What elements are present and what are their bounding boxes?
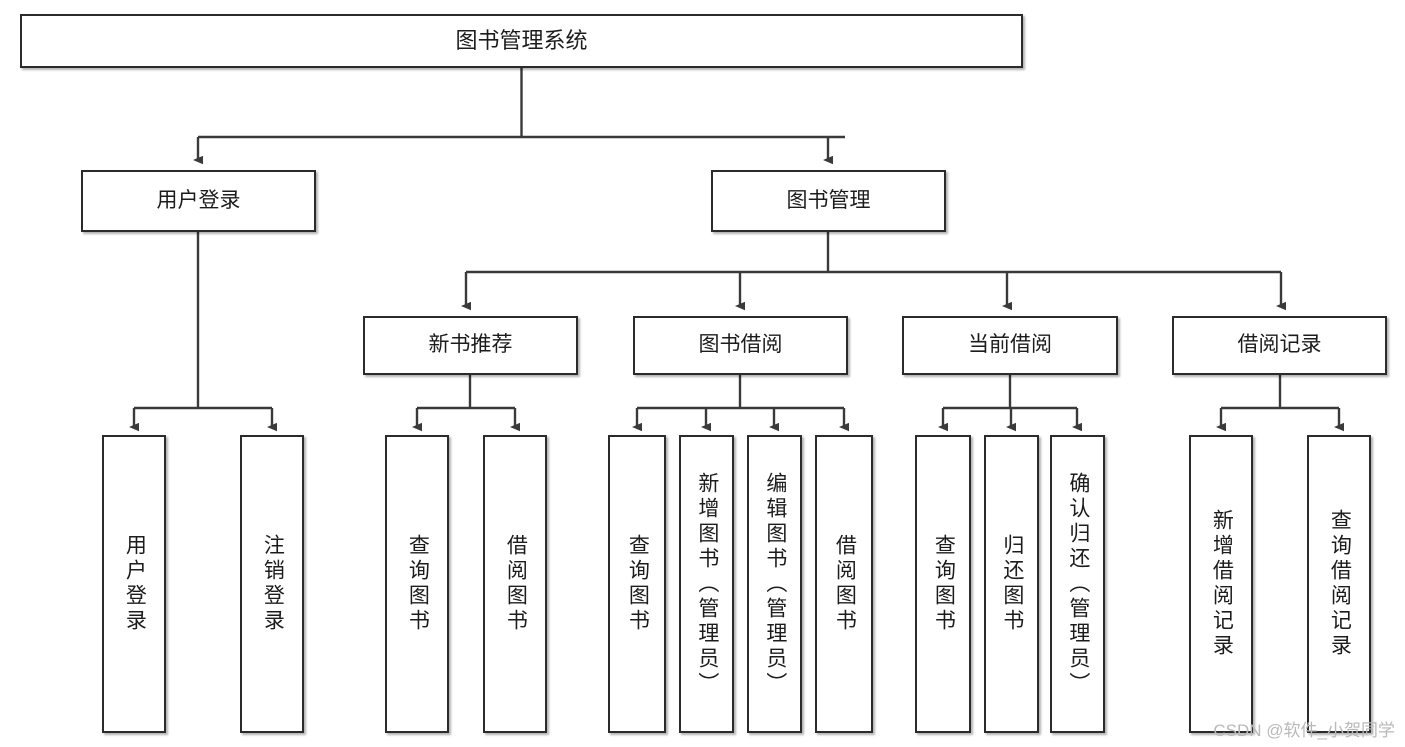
node-leaf-user-logout[interactable]: 注销登录 [240,435,304,733]
node-label-user-login: 用户登录 [156,188,241,212]
node-label-leaf-borrow-book-2: 借阅图书 [833,534,857,634]
node-user-login[interactable]: 用户登录 [81,170,316,232]
node-borrow-record[interactable]: 借阅记录 [1172,316,1387,375]
node-leaf-borrow-book-2[interactable]: 借阅图书 [815,435,873,733]
node-label-book-borrow: 图书借阅 [698,333,783,357]
node-label-leaf-edit-book: 编辑图书（管理员） [763,471,787,697]
node-label-leaf-user-login: 用户登录 [123,534,147,634]
node-book-borrow[interactable]: 图书借阅 [633,316,848,375]
node-leaf-query-record[interactable]: 查询借阅记录 [1307,435,1371,733]
connector-group-book-manage [461,232,1286,311]
node-label-new-book-rec: 新书推荐 [428,333,513,357]
node-leaf-query-book-2[interactable]: 查询图书 [608,435,666,733]
node-label-leaf-user-logout: 注销登录 [261,534,285,634]
node-leaf-add-record[interactable]: 新增借阅记录 [1189,435,1253,733]
connector-group-root [193,68,845,165]
node-leaf-edit-book[interactable]: 编辑图书（管理员） [747,435,802,733]
node-label-leaf-borrow-book-1: 借阅图书 [504,534,528,634]
connector-group-user-login [129,232,277,432]
node-leaf-add-book[interactable]: 新增图书（管理员） [679,435,734,733]
node-new-book-rec[interactable]: 新书推荐 [363,316,578,375]
node-leaf-user-login[interactable]: 用户登录 [102,435,166,733]
node-label-leaf-return-book: 归还图书 [1000,534,1024,634]
node-label-leaf-query-book-1: 查询图书 [406,534,430,634]
node-label-leaf-query-book-3: 查询图书 [932,534,956,634]
node-label-leaf-query-book-2: 查询图书 [626,534,650,634]
node-leaf-query-book-3[interactable]: 查询图书 [915,435,971,733]
connector-group-new-book-rec [412,375,520,432]
connector-group-current-borrow [938,375,1082,432]
node-current-borrow[interactable]: 当前借阅 [902,316,1118,375]
node-leaf-confirm-return[interactable]: 确认归还（管理员） [1050,435,1105,733]
node-book-manage[interactable]: 图书管理 [711,170,946,232]
node-label-current-borrow: 当前借阅 [968,333,1052,357]
node-label-root: 图书管理系统 [455,28,588,54]
node-leaf-return-book[interactable]: 归还图书 [984,435,1039,733]
node-leaf-borrow-book-1[interactable]: 借阅图书 [483,435,547,733]
node-label-leaf-add-book: 新增图书（管理员） [695,471,719,697]
node-label-leaf-confirm-return: 确认归还（管理员） [1066,471,1090,697]
node-root-system[interactable]: 图书管理系统 [20,14,1023,68]
node-label-borrow-record: 借阅记录 [1237,333,1322,357]
node-label-leaf-add-record: 新增借阅记录 [1210,509,1234,659]
node-leaf-query-book-1[interactable]: 查询图书 [385,435,449,733]
node-label-book-manage: 图书管理 [786,188,871,212]
connector-group-book-borrow [632,375,849,432]
connector-group-borrow-record [1216,375,1344,432]
node-label-leaf-query-record: 查询借阅记录 [1328,509,1352,659]
